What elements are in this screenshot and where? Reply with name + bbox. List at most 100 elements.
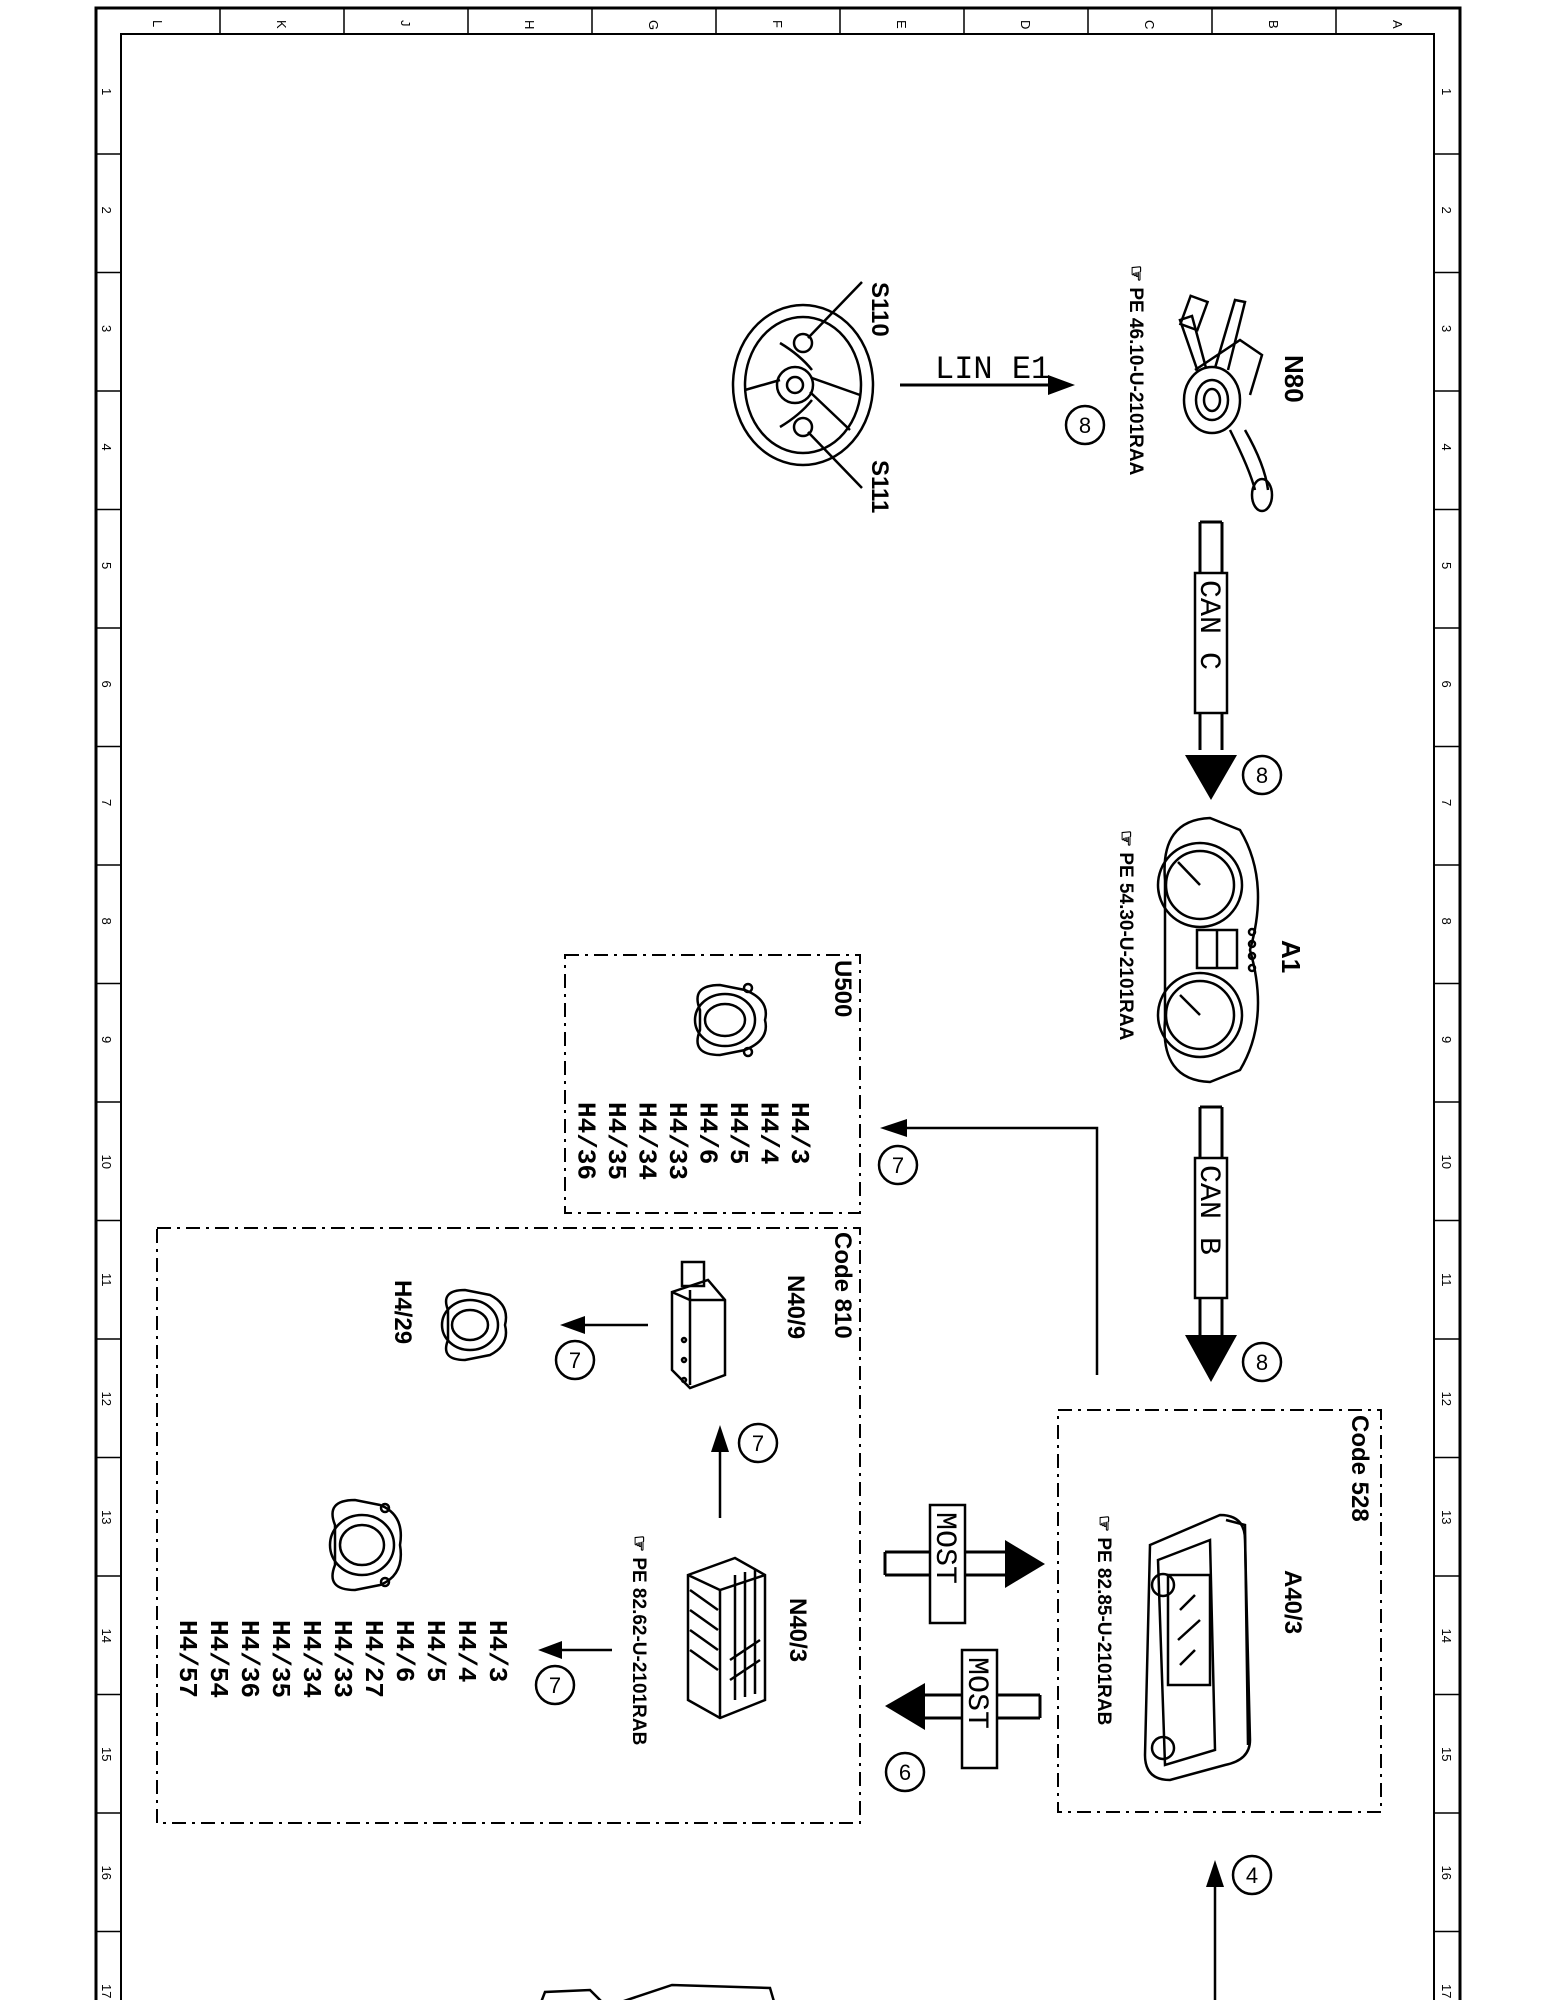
step-marker-4-bottom: 4 bbox=[1231, 1854, 1273, 1896]
ruler-column-label: H bbox=[522, 20, 537, 29]
speaker-designation: H4/3 bbox=[784, 1102, 814, 1164]
instrument-cluster-icon bbox=[1156, 816, 1260, 1084]
speaker-designation: H4/4 bbox=[754, 1102, 784, 1164]
speaker-designation: H4/36 bbox=[234, 1620, 264, 1698]
n40-3-to-n40-9-arrow bbox=[711, 1425, 729, 1518]
speaker-designation: H4/34 bbox=[296, 1620, 326, 1698]
ruler-row-label: 1 bbox=[99, 88, 114, 95]
lin-e1-label: LIN E1 bbox=[935, 351, 1050, 388]
s111-label: S111 bbox=[866, 460, 893, 513]
head-unit-a40-3-icon bbox=[1143, 1513, 1252, 1782]
ruler-row-label: 14 bbox=[99, 1629, 114, 1643]
svg-text:7: 7 bbox=[549, 1673, 561, 1698]
speaker-designation: H4/5 bbox=[723, 1102, 753, 1164]
code-810-label: Code 810 bbox=[829, 1232, 856, 1339]
can-c-bus-arrow bbox=[1185, 520, 1237, 800]
svg-text:8: 8 bbox=[1256, 1350, 1268, 1375]
step-marker-6-most: 6 bbox=[884, 1751, 926, 1793]
step-marker-8-lin: 8 bbox=[1064, 404, 1106, 446]
ruler-row-label: 15 bbox=[1439, 1747, 1454, 1761]
n40-9-label: N40/9 bbox=[782, 1275, 809, 1339]
speaker-designation: H4/35 bbox=[601, 1102, 631, 1180]
speaker-icon bbox=[328, 1498, 403, 1592]
amplifier-n40-9-icon bbox=[670, 1260, 727, 1390]
speaker-designation: H4/33 bbox=[662, 1102, 692, 1180]
step-marker-7-h4-29: 7 bbox=[554, 1339, 596, 1381]
ruler-column-label: F bbox=[770, 20, 785, 28]
n40-3-ref: ☞ PE 82.62-U-2101RAB bbox=[628, 1535, 649, 1745]
svg-text:8: 8 bbox=[1256, 763, 1268, 788]
ruler-row-label: 12 bbox=[99, 1392, 114, 1406]
ruler-row-label: 8 bbox=[99, 918, 114, 925]
s110-label: S110 bbox=[866, 282, 893, 337]
step-marker-7-n40-3-up: 7 bbox=[737, 1422, 779, 1464]
speaker-icon bbox=[693, 982, 768, 1058]
ruler-row-label: 2 bbox=[1439, 207, 1454, 214]
most-label-1: MOST bbox=[927, 1512, 961, 1584]
speaker-designation: H4/33 bbox=[327, 1620, 357, 1698]
ruler-row-label: 6 bbox=[1439, 681, 1454, 688]
ruler-row-label: 11 bbox=[1439, 1273, 1454, 1287]
n40-3-to-speakers-arrow bbox=[538, 1641, 612, 1659]
ruler-column-label: K bbox=[274, 20, 289, 29]
ruler-row-label: 7 bbox=[1439, 799, 1454, 806]
ruler-row-label: 17 bbox=[99, 1984, 114, 1998]
ruler-row-label: 12 bbox=[1439, 1392, 1454, 1406]
u500-boundary bbox=[564, 954, 861, 1214]
step-marker-7-n40-3-list: 7 bbox=[534, 1664, 576, 1706]
partial-component-icon bbox=[540, 1983, 775, 2000]
ruler-column-label: C bbox=[1142, 20, 1157, 29]
ruler-row-label: 10 bbox=[1439, 1155, 1454, 1169]
h4-29-label: H4/29 bbox=[389, 1280, 416, 1344]
ruler-column-label: G bbox=[646, 20, 661, 30]
ruler-row-label: 4 bbox=[99, 444, 114, 451]
n40-3-speaker-list: H4/3H4/4H4/5H4/6H4/27H4/33H4/34H4/35H4/3… bbox=[172, 1620, 512, 1698]
speaker-designation: H4/54 bbox=[203, 1620, 233, 1698]
step-marker-8-can-b: 8 bbox=[1241, 1341, 1283, 1383]
svg-text:4: 4 bbox=[1246, 1863, 1258, 1888]
sound-unit-n40-3-icon bbox=[686, 1556, 767, 1720]
ruler-row-label: 16 bbox=[1439, 1866, 1454, 1880]
ruler-row-label: 2 bbox=[99, 207, 114, 214]
speaker-designation: H4/57 bbox=[172, 1620, 202, 1698]
speaker-designation: H4/6 bbox=[389, 1620, 419, 1682]
lin-e1-arrow bbox=[900, 375, 1075, 395]
ruler-row-label: 10 bbox=[99, 1155, 114, 1169]
ruler-row-label: 13 bbox=[1439, 1510, 1454, 1524]
svg-text:7: 7 bbox=[892, 1153, 904, 1178]
ruler-row-label: 5 bbox=[1439, 562, 1454, 569]
ruler-row-label: 3 bbox=[1439, 325, 1454, 332]
drawing-frame bbox=[94, 6, 1462, 2000]
ruler-column-label: D bbox=[1018, 20, 1033, 29]
ruler-row-label: 5 bbox=[99, 562, 114, 569]
bottom-to-a40-3-arrow bbox=[1206, 1860, 1224, 2000]
ruler-row-label: 14 bbox=[1439, 1629, 1454, 1643]
most-bus-arrow-to-a40-3 bbox=[883, 1503, 1045, 1625]
speaker-designation: H4/35 bbox=[265, 1620, 295, 1698]
can-b-label: CAN B bbox=[1191, 1165, 1225, 1255]
code-810-boundary bbox=[156, 1227, 861, 1824]
speaker-designation: H4/6 bbox=[693, 1102, 723, 1164]
svg-text:6: 6 bbox=[899, 1760, 911, 1785]
n40-3-label: N40/3 bbox=[784, 1598, 811, 1662]
speaker-designation: H4/36 bbox=[571, 1102, 601, 1180]
ruler-column-label: A bbox=[1390, 20, 1405, 29]
can-b-bus-arrow bbox=[1185, 1105, 1237, 1382]
n80-ref: ☞ PE 46.10-U-2101RAA bbox=[1125, 265, 1146, 476]
a40-3-label: A40/3 bbox=[1279, 1570, 1306, 1634]
svg-text:8: 8 bbox=[1079, 413, 1091, 438]
svg-text:7: 7 bbox=[752, 1431, 764, 1456]
step-marker-7-u500: 7 bbox=[877, 1144, 919, 1186]
a1-to-u500-arrow bbox=[880, 1119, 1099, 1375]
ruler-row-label: 16 bbox=[99, 1866, 114, 1880]
ruler-row-label: 13 bbox=[99, 1510, 114, 1524]
can-c-label: CAN C bbox=[1191, 580, 1225, 670]
ruler-row-label: 11 bbox=[99, 1273, 114, 1287]
u500-label: U500 bbox=[829, 960, 856, 1017]
n40-9-to-h4-29-arrow bbox=[560, 1316, 648, 1334]
n80-label: N80 bbox=[1279, 355, 1309, 403]
steering-wheel-icon bbox=[731, 281, 875, 489]
reference-icon: ☞ bbox=[1115, 830, 1136, 852]
